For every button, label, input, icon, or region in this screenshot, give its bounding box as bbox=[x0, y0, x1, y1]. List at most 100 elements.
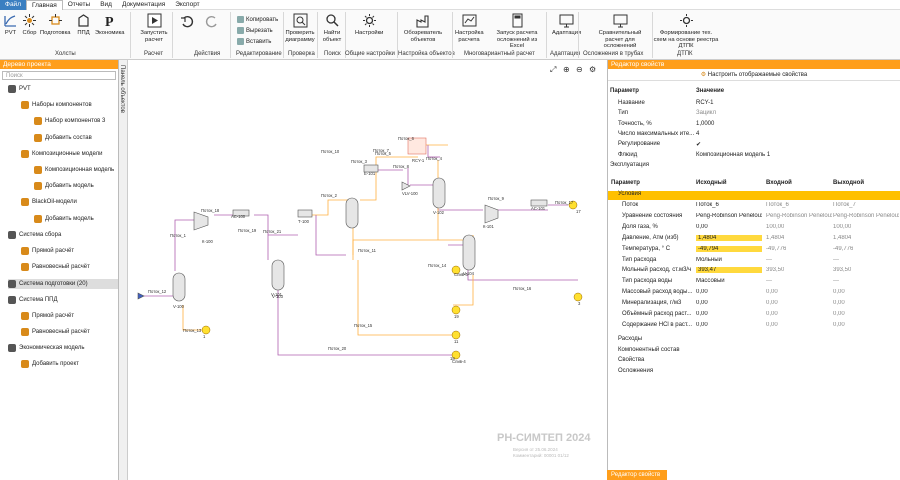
valve-vlv100[interactable] bbox=[401, 181, 411, 191]
vessel-v102[interactable] bbox=[345, 197, 359, 229]
grid-cell[interactable]: 0,00 bbox=[696, 311, 708, 317]
menu-view[interactable]: Вид bbox=[100, 0, 112, 8]
collect-button[interactable]: Сбор bbox=[22, 13, 37, 37]
grid-cell[interactable]: Peng-Robinson Peneloux bbox=[766, 212, 832, 219]
grid-cell[interactable]: Массовый bbox=[696, 278, 725, 285]
redo-icon[interactable] bbox=[205, 15, 219, 29]
section-3[interactable]: Осложнения bbox=[618, 367, 654, 374]
section-1[interactable]: Компонентный состав bbox=[618, 346, 680, 353]
ppd-button[interactable]: ППД bbox=[76, 13, 91, 37]
tree-item[interactable]: Прямой расчёт bbox=[21, 311, 74, 320]
tree-item[interactable]: Добавить модель bbox=[34, 182, 94, 191]
sink-sliv6[interactable] bbox=[451, 350, 461, 360]
sink-17[interactable] bbox=[573, 292, 583, 302]
grid-cell[interactable]: Поток_6 bbox=[766, 202, 789, 208]
tree-item[interactable]: Добавить состав bbox=[34, 133, 92, 142]
grid-cell[interactable]: 1,4804 bbox=[833, 234, 852, 241]
copy-button[interactable]: Копировать bbox=[237, 16, 278, 23]
grid-cell[interactable]: 0,00 bbox=[833, 300, 845, 307]
tree-item[interactable]: Композиционная модель bbox=[34, 166, 114, 174]
settings-icon[interactable]: ⚙ bbox=[589, 65, 597, 74]
grid-cell[interactable]: 0,00 bbox=[766, 311, 778, 317]
grid-cell[interactable]: 1,4804 bbox=[696, 234, 762, 241]
compressor-k100[interactable] bbox=[193, 211, 209, 231]
sink-18[interactable] bbox=[451, 330, 461, 340]
tree-item[interactable]: BlackOil-модели bbox=[21, 198, 77, 207]
prep-button[interactable]: Подготовка bbox=[40, 13, 71, 37]
run-button[interactable]: Запустить расчет bbox=[139, 13, 169, 43]
section-0[interactable]: Расходы bbox=[618, 336, 643, 342]
grid-cell[interactable]: 393,50 bbox=[833, 267, 852, 274]
menu-main[interactable]: Главная bbox=[25, 0, 63, 10]
objects-panel-tab[interactable]: Панель объектов bbox=[119, 60, 128, 480]
zoom-in-icon[interactable]: ⊕ bbox=[563, 65, 570, 74]
grid-cell[interactable]: Peng-Robinson Peneloux bbox=[696, 212, 762, 219]
tree-item[interactable]: Экономическая модель bbox=[8, 344, 85, 353]
sink-3[interactable] bbox=[201, 325, 211, 335]
fit-view-icon[interactable]: ⤢ bbox=[550, 65, 557, 74]
settings-button[interactable]: Настройки bbox=[355, 13, 383, 37]
section-2[interactable]: Свойства bbox=[618, 357, 645, 363]
grid-cell[interactable]: 100,00 bbox=[766, 223, 785, 230]
grid-cell[interactable]: 0,00 bbox=[696, 289, 708, 296]
vessel-v102b[interactable] bbox=[432, 177, 446, 209]
zoom-out-icon[interactable]: ⊖ bbox=[576, 65, 583, 74]
grid-cell[interactable]: 100,00 bbox=[833, 223, 852, 230]
compare-button[interactable]: Сравнительный расчет для осложнений bbox=[590, 13, 650, 50]
cooler-ac100[interactable] bbox=[232, 209, 250, 217]
grid-cell[interactable]: 0,00 bbox=[696, 300, 708, 307]
menu-docs[interactable]: Документация bbox=[121, 0, 166, 8]
tree-item[interactable]: Система сбора bbox=[8, 230, 61, 239]
pvt-button[interactable]: PVT bbox=[3, 13, 18, 37]
grid-cell[interactable]: -49,776 bbox=[766, 245, 787, 252]
grid-cell[interactable]: Поток_7 bbox=[833, 202, 856, 208]
section-conditions[interactable]: Условия bbox=[608, 191, 900, 200]
tree-item[interactable]: Система ППД bbox=[8, 295, 58, 304]
paste-button[interactable]: Вставить bbox=[237, 38, 271, 45]
prop-value[interactable]: 1,0000 bbox=[696, 120, 715, 127]
grid-cell[interactable]: Мольный bbox=[696, 256, 722, 263]
tree-item[interactable]: Равновесный расчёт bbox=[21, 328, 90, 336]
tree-item[interactable]: PVT bbox=[8, 85, 31, 93]
tree-item[interactable]: Равновесный расчёт bbox=[21, 263, 90, 272]
tree-item[interactable]: Система подготовки (20) bbox=[8, 279, 118, 290]
undo-icon[interactable] bbox=[180, 15, 194, 29]
grid-cell[interactable]: --- bbox=[766, 256, 772, 263]
tree-item[interactable]: Добавить проект bbox=[21, 360, 79, 369]
grid-cell[interactable]: 393,47 bbox=[696, 267, 762, 274]
adapt-button[interactable]: Адаптация bbox=[552, 13, 581, 37]
find-button[interactable]: Найти объект bbox=[321, 13, 343, 43]
grid-cell[interactable]: -49,794 bbox=[696, 245, 762, 252]
sink-19[interactable] bbox=[568, 200, 578, 210]
tree-item[interactable]: Прямой расчёт bbox=[21, 247, 74, 255]
prop-value[interactable]: ✔ bbox=[696, 142, 702, 149]
tree-item[interactable]: Наборы компонентов bbox=[21, 101, 92, 110]
grid-cell[interactable]: 0,00 bbox=[766, 321, 778, 328]
grid-cell[interactable]: Поток_6 bbox=[696, 202, 719, 208]
object-browser-button[interactable]: Обозреватель объектов bbox=[403, 13, 443, 43]
grid-cell[interactable]: --- bbox=[833, 278, 839, 285]
grid-cell[interactable]: --- bbox=[833, 256, 839, 263]
grid-cell[interactable]: 0,00 bbox=[696, 321, 708, 328]
vessel-v104[interactable] bbox=[462, 234, 476, 271]
prop-value[interactable]: Зацикл bbox=[696, 110, 716, 117]
menu-reports[interactable]: Отчеты bbox=[67, 0, 91, 8]
exchanger-e101[interactable] bbox=[363, 164, 379, 173]
exchanger-t100[interactable] bbox=[297, 209, 313, 218]
cut-button[interactable]: Вырезать bbox=[237, 27, 273, 34]
compressor-k101[interactable] bbox=[484, 204, 499, 224]
prop-value[interactable]: 4 bbox=[696, 130, 700, 137]
grid-cell[interactable]: --- bbox=[766, 278, 772, 285]
grid-cell[interactable]: 0,00 bbox=[766, 300, 778, 307]
vessel-v100[interactable] bbox=[172, 272, 186, 302]
grid-cell[interactable]: 0,00 bbox=[833, 311, 845, 317]
grid-cell[interactable]: 0,00 bbox=[833, 321, 845, 328]
grid-cell[interactable]: 0,00 bbox=[833, 289, 845, 296]
sink-sliv5[interactable] bbox=[451, 265, 461, 275]
check-button[interactable]: Проверить диаграмму bbox=[285, 13, 315, 43]
excel-run-button[interactable]: Запуск расчета осложнений из Excel bbox=[492, 13, 542, 50]
grid-cell[interactable]: 393,50 bbox=[766, 267, 785, 274]
prop-value[interactable]: RCY-1 bbox=[696, 100, 714, 106]
configure-properties-button[interactable]: ⚙ Настроить отображаемые свойства bbox=[608, 69, 900, 81]
